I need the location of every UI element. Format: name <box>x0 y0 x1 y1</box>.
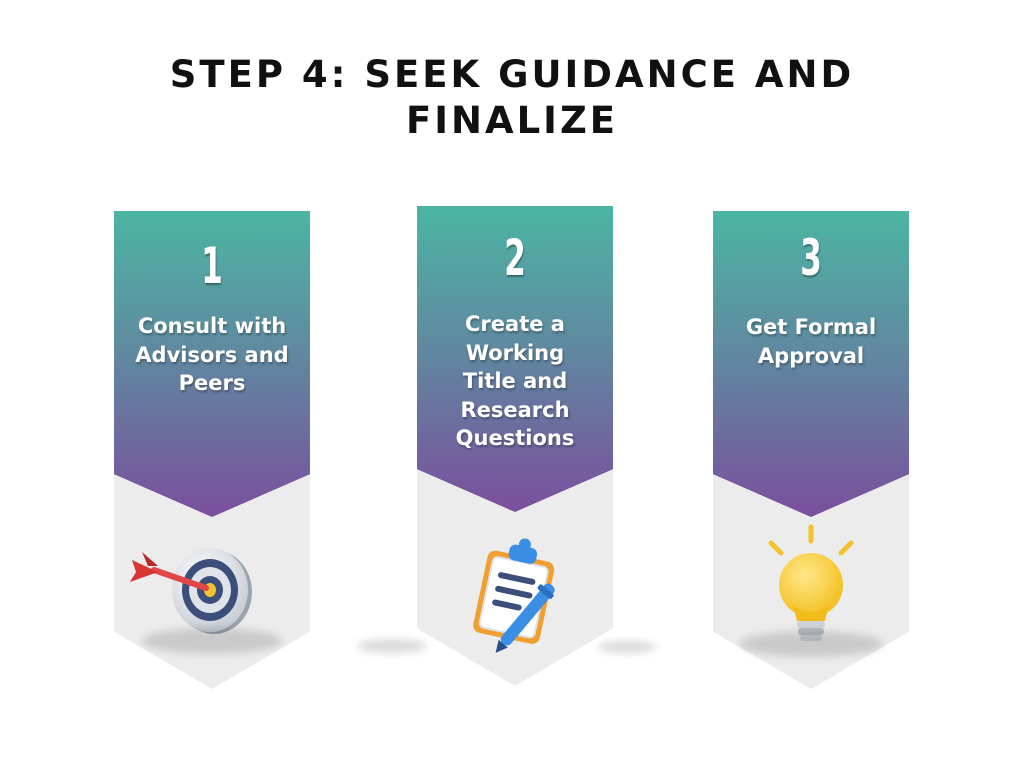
step-label-line: Approval <box>757 343 865 368</box>
step-number: 3 <box>800 229 822 287</box>
step-label-line: Title and <box>462 369 568 393</box>
step-card-3: 3 Get Formal Approval <box>713 211 909 689</box>
step-label: Create a Working Title and Research Ques… <box>423 310 607 453</box>
step-label-line: Research <box>460 397 570 422</box>
clipboard-pen-icon <box>357 531 657 661</box>
step-label-line: Peers <box>178 371 246 395</box>
step-banner <box>713 211 909 517</box>
step-banner <box>114 211 310 517</box>
title-line-1: STEP 4: SEEK GUIDANCE AND <box>169 53 855 96</box>
step-label: Get Formal Approval <box>719 313 903 370</box>
page-title: STEP 4: SEEK GUIDANCE AND FINALIZE <box>0 52 1024 144</box>
step-label: Consult with Advisors and Peers <box>120 312 304 398</box>
step-label-line: Get Formal <box>745 315 877 339</box>
step-label-line: Create a <box>465 312 565 336</box>
step-card-1: 1 Consult with Advisors and Peers <box>114 211 310 689</box>
step-card-2: 2 Create a Working Title and Research Qu… <box>357 206 657 686</box>
step-number: 2 <box>504 229 526 287</box>
lightbulb-icon <box>713 523 909 657</box>
step-label-line: Advisors and <box>135 342 289 367</box>
step-label-line: Working <box>465 340 565 365</box>
step-label-line: Questions <box>455 426 575 450</box>
title-line-2: FINALIZE <box>405 99 619 142</box>
step-label-line: Consult with <box>137 314 287 338</box>
target-dart-icon <box>114 536 310 666</box>
step-banner <box>417 206 613 512</box>
step-number: 1 <box>201 237 223 295</box>
